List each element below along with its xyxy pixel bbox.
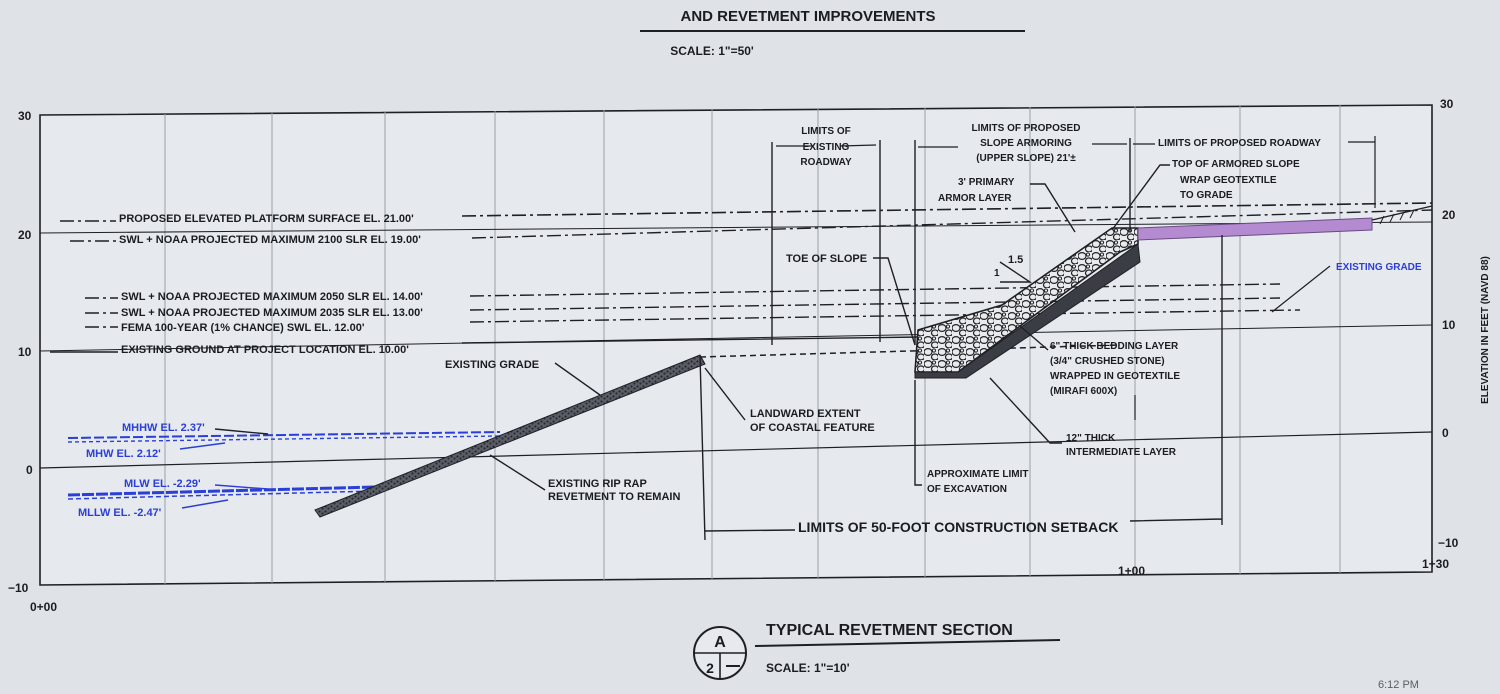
- existing-riprap: [314, 344, 1121, 518]
- top-slope-label-2: WRAP GEOTEXTILE: [1180, 175, 1277, 186]
- x-tick-label: 1+00: [1118, 564, 1145, 578]
- riprap-label-2: REVETMENT TO REMAIN: [548, 491, 680, 503]
- armoring-label-3: (UPPER SLOPE) 21'±: [976, 153, 1076, 164]
- right-tick-label: 0: [1442, 426, 1449, 440]
- existing-grade-right-label: EXISTING GRADE: [1336, 262, 1422, 273]
- tidal-lines: [67, 428, 501, 509]
- elevation-labels: PROPOSED ELEVATED PLATFORM SURFACE EL. 2…: [119, 213, 423, 356]
- right-axis-ticks: 30 20 10 0 −10: [1438, 97, 1459, 550]
- right-tick-label: 20: [1442, 208, 1456, 222]
- limits-slope-armoring: LIMITS OF PROPOSED SLOPE ARMORING (UPPER…: [914, 123, 1131, 345]
- elev-label-2050: SWL + NOAA PROJECTED MAXIMUM 2050 SLR EL…: [121, 291, 423, 303]
- mllw-label: MLLW EL. -2.47': [78, 507, 162, 519]
- section-scale: SCALE: 1"=10': [766, 661, 850, 675]
- bedding-leader: [1019, 325, 1049, 351]
- landward-label-1: LANDWARD EXTENT: [750, 408, 861, 420]
- bedding-label-4: (MIRAFI 600X): [1050, 386, 1117, 397]
- proposed-roadway-label: LIMITS OF PROPOSED ROADWAY: [1158, 138, 1321, 149]
- elevation-axis-label: ELEVATION IN FEET (NAVD 88): [1480, 256, 1491, 404]
- excavation-label-1: APPROXIMATE LIMIT: [927, 469, 1028, 480]
- elev-label-ground: EXISTING GROUND AT PROJECT LOCATION EL. …: [121, 344, 409, 356]
- landward-extent-line: [699, 355, 706, 541]
- top-slope-label-1: TOP OF ARMORED SLOPE: [1172, 159, 1300, 170]
- marker-letter: A: [714, 634, 726, 651]
- bedding-label-1: 6" THICK BEDDING LAYER: [1050, 341, 1179, 352]
- existing-grade-left-label: EXISTING GRADE: [445, 359, 539, 371]
- limits-existing-roadway: LIMITS OF EXISTING ROADWAY: [771, 126, 881, 345]
- primary-armor-label-2: ARMOR LAYER: [938, 193, 1012, 204]
- limits-road-label-2: EXISTING: [803, 142, 850, 153]
- landward-leader: [704, 367, 746, 421]
- section-marker: A 2: [693, 626, 747, 680]
- primary-armor-leader: [1030, 183, 1076, 233]
- section-title: TYPICAL REVETMENT SECTION: [766, 622, 1013, 639]
- landward-label-2: OF COASTAL FEATURE: [750, 422, 875, 434]
- setback-label: LIMITS OF 50-FOOT CONSTRUCTION SETBACK: [798, 519, 1118, 535]
- slope-ratio-label: 1.5: [1008, 254, 1023, 266]
- right-tick-label: 10: [1442, 318, 1456, 332]
- excavation-label-2: OF EXCAVATION: [927, 484, 1007, 495]
- construction-setback: LIMITS OF 50-FOOT CONSTRUCTION SETBACK: [704, 235, 1223, 535]
- top-slope-leader: [1111, 164, 1170, 231]
- proposed-platform: [1137, 205, 1433, 241]
- grid-horizontal: [39, 221, 1433, 469]
- x-tick-label: 1+30: [1422, 557, 1449, 571]
- elev-label-2035: SWL + NOAA PROJECTED MAXIMUM 2035 SLR EL…: [121, 307, 423, 319]
- bedding-label-2: (3/4" CRUSHED STONE): [1050, 356, 1165, 367]
- sheet-title: AND REVETMENT IMPROVEMENTS: [680, 8, 935, 25]
- intermediate-label-2: INTERMEDIATE LAYER: [1066, 447, 1177, 458]
- intermediate-leader: [989, 377, 1062, 444]
- left-tick-label: 30: [18, 109, 32, 123]
- marker-number: 2: [706, 660, 714, 676]
- existing-grade-right-leader: [1271, 265, 1331, 313]
- top-slope-label-3: TO GRADE: [1180, 190, 1233, 201]
- riprap-leader: [489, 454, 546, 491]
- limits-road-label-3: ROADWAY: [800, 157, 852, 168]
- toe-leader: [873, 257, 916, 346]
- elevation-lines: [50, 202, 1433, 353]
- right-tick-label: −10: [1438, 536, 1459, 550]
- left-tick-label: −10: [8, 581, 29, 595]
- riprap-label-1: EXISTING RIP RAP: [548, 478, 647, 490]
- mhw-label: MHW EL. 2.12': [86, 448, 161, 460]
- elev-label-platform: PROPOSED ELEVATED PLATFORM SURFACE EL. 2…: [119, 213, 414, 225]
- armoring-label-1: LIMITS OF PROPOSED: [972, 123, 1081, 134]
- left-axis-ticks: 30 20 10 0 −10: [8, 109, 33, 595]
- mlw-label: MLW EL. -2.29': [124, 478, 201, 490]
- elev-label-fema: FEMA 100-YEAR (1% CHANCE) SWL EL. 12.00': [121, 322, 365, 334]
- excavation-leader: [914, 380, 922, 486]
- toe-of-slope-label: TOE OF SLOPE: [786, 253, 867, 265]
- elev-label-2100: SWL + NOAA PROJECTED MAXIMUM 2100 SLR EL…: [119, 234, 421, 246]
- x-axis-ticks: 0+00 1+00 1+30: [30, 557, 1449, 614]
- armoring-label-2: SLOPE ARMORING: [980, 138, 1072, 149]
- intermediate-label-1: 12" THICK: [1066, 433, 1116, 444]
- section-title-underline: [754, 639, 1061, 647]
- existing-grade-leader: [554, 362, 601, 396]
- sheet-scale: SCALE: 1"=50': [670, 44, 754, 58]
- primary-armor-label-1: 3' PRIMARY: [958, 177, 1015, 188]
- x-tick-label: 0+00: [30, 600, 57, 614]
- left-tick-label: 0: [26, 463, 33, 477]
- clock-text: 6:12 PM: [1378, 679, 1419, 689]
- slope-one-label: 1: [994, 268, 1000, 279]
- mhhw-label: MHHW EL. 2.37': [122, 422, 205, 434]
- right-tick-label: 30: [1440, 97, 1454, 111]
- limits-proposed-roadway: LIMITS OF PROPOSED ROADWAY: [1133, 136, 1376, 208]
- left-tick-label: 20: [18, 228, 32, 242]
- limits-road-label-1: LIMITS OF: [801, 126, 850, 137]
- left-tick-label: 10: [18, 345, 32, 359]
- bedding-label-3: WRAPPED IN GEOTEXTILE: [1050, 371, 1180, 382]
